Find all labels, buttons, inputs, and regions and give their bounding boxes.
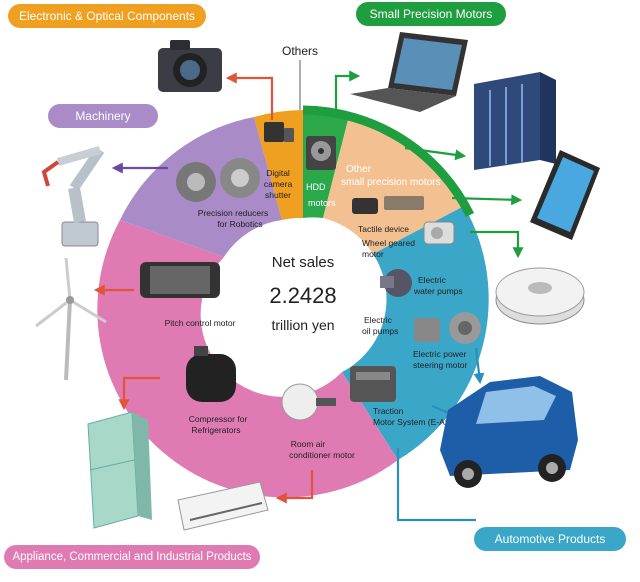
- arrow-air-conditioner: [275, 470, 314, 504]
- server-icon: [474, 72, 556, 170]
- traction-motor-icon: [350, 366, 396, 402]
- center-circle: [223, 218, 383, 378]
- room-air-motor-icon: [281, 383, 336, 421]
- center-value: 2.2428: [269, 283, 336, 308]
- label-water-pumps-1: Electric: [418, 275, 447, 285]
- label-oil-pumps-2: oil pumps: [362, 326, 398, 336]
- label-hdd-2: motors: [308, 198, 336, 208]
- arrow-smartphone: [451, 194, 523, 206]
- category-appliance: Appliance, Commercial and Industrial Pro…: [4, 545, 260, 569]
- category-automotive: Automotive Products: [474, 527, 626, 551]
- tactile-device-icon: [352, 196, 424, 214]
- car-icon: [440, 376, 578, 488]
- arrow-automotive-link: [396, 448, 476, 522]
- compressor-icon: [186, 346, 236, 402]
- wind-turbine-icon: [35, 257, 107, 381]
- category-small-precision: Small Precision Motors: [356, 2, 506, 26]
- arrow-camera: [225, 72, 274, 120]
- label-hdd-1: HDD: [306, 182, 326, 192]
- label-other-small-1: Other: [346, 164, 372, 175]
- label-oil-pumps-1: Electric: [364, 315, 393, 325]
- label-traction-2: Motor System (E-Axle): [373, 417, 459, 427]
- label-compressor-1: Compressor for: [189, 414, 248, 424]
- label-water-pumps-2: water pumps: [413, 286, 463, 296]
- label-room-air-1: Room air: [291, 439, 326, 449]
- laptop-icon: [350, 32, 468, 112]
- center-unit: trillion yen: [271, 317, 334, 333]
- label-eps-2: steering motor: [413, 360, 467, 370]
- label-pitch: Pitch control motor: [165, 318, 236, 328]
- camera-shutter-icon: [264, 122, 294, 142]
- label-other-small-2: small precision motors: [341, 177, 440, 188]
- segment-other-small-precision: [323, 116, 464, 254]
- label-reducers-1: Precision reducers: [198, 208, 268, 218]
- category-machinery: Machinery: [48, 104, 158, 128]
- air-conditioner-icon: [177, 481, 269, 531]
- label-room-air-2: conditioner motor: [289, 450, 355, 460]
- arrow-robot-vacuum: [470, 230, 524, 259]
- small-precision-outer-arc: [302, 105, 475, 217]
- arrow-refrigerator: [118, 376, 160, 411]
- arrow-server: [404, 146, 467, 161]
- component-icons: [140, 122, 481, 421]
- smartphone-icon: [530, 150, 600, 240]
- robot-arm-icon: [41, 146, 105, 247]
- hdd-motor-icon: [306, 136, 336, 170]
- label-wheel-2: motor: [362, 249, 384, 259]
- center-net-sales: Net sales: [272, 254, 335, 271]
- label-digital-camera-2: camera: [264, 179, 293, 189]
- robot-vacuum-icon: [495, 267, 585, 325]
- camera-icon: [158, 40, 222, 92]
- category-electronic-optical: Electronic & Optical Components: [8, 4, 206, 28]
- water-pump-icon: [380, 269, 412, 297]
- label-others: Others: [282, 44, 318, 58]
- label-tactile: Tactile device: [358, 224, 409, 234]
- label-eps-1: Electric power: [413, 349, 467, 359]
- eps-motor-icon: [449, 312, 481, 344]
- oil-pump-icon: [414, 318, 440, 342]
- reducer-icon: [176, 158, 260, 202]
- label-digital-camera-1: Digital: [266, 168, 290, 178]
- label-compressor-2: Refrigerators: [191, 425, 240, 435]
- pitch-motor-icon: [140, 262, 220, 298]
- arrow-car-1: [473, 347, 485, 385]
- arrow-laptop: [334, 70, 361, 110]
- label-traction-1: Traction: [373, 406, 404, 416]
- refrigerator-icon: [87, 411, 152, 529]
- label-digital-camera-3: shutter: [265, 190, 291, 200]
- label-wheel-1: Wheel geared: [362, 238, 415, 248]
- label-reducers-2: for Robotics: [217, 219, 262, 229]
- wheel-geared-motor-icon: [423, 221, 455, 245]
